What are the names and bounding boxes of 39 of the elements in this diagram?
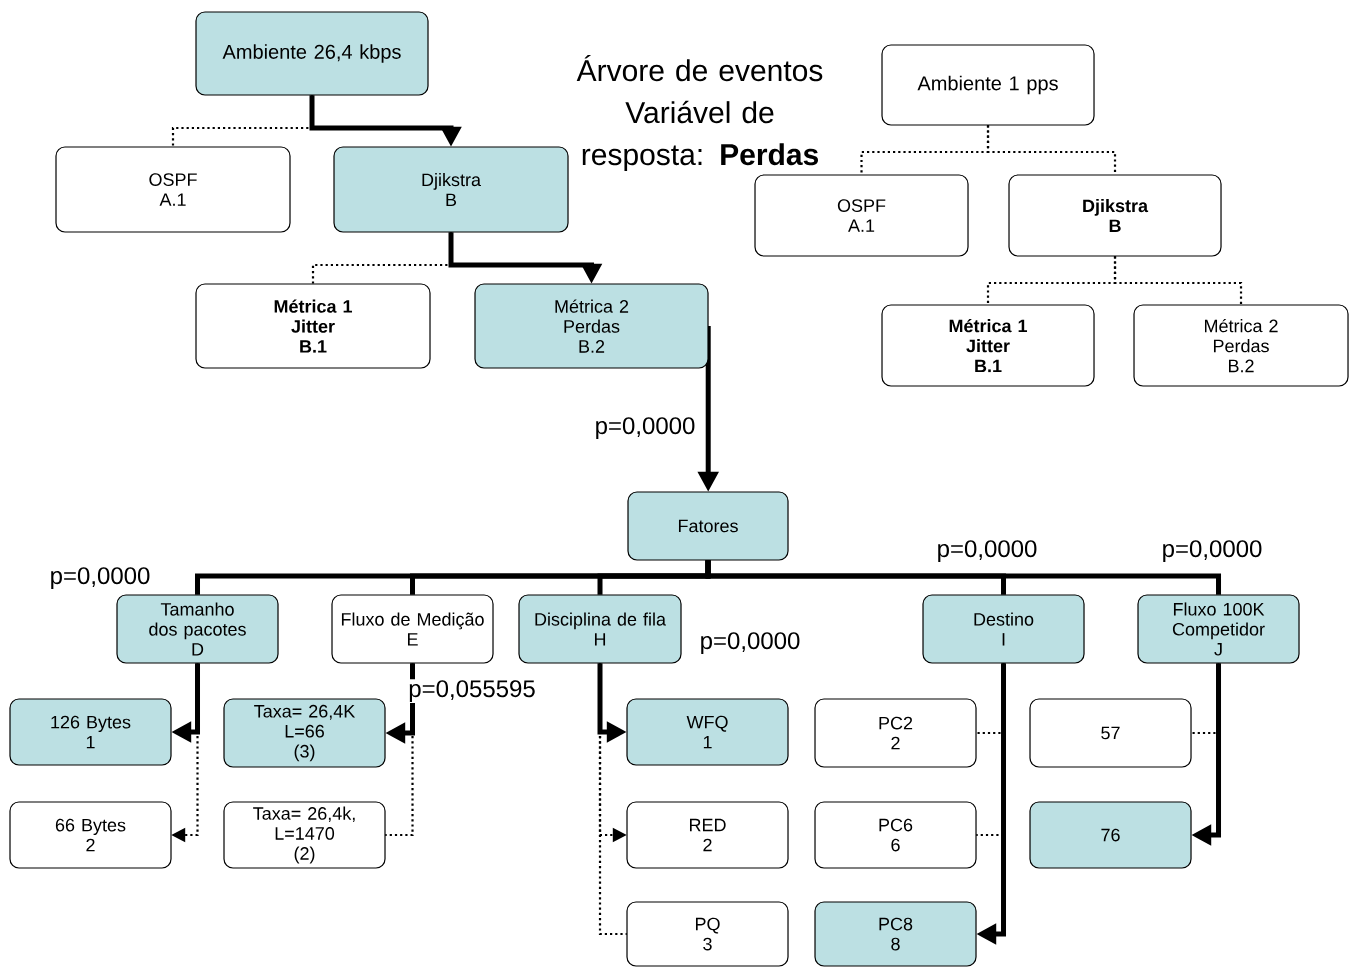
process-box: Disciplina de fila H	[518, 594, 682, 664]
process-box: PC6 6	[814, 801, 977, 869]
process-box: Fluxo 100K Competidor J	[1137, 594, 1300, 664]
connector	[1113, 256, 1243, 305]
edge-label: p=0,0000	[593, 416, 697, 440]
process-box: PC8 8	[814, 901, 977, 967]
process-box: RED 2	[626, 801, 789, 869]
process-box: 66 Bytes 2	[9, 801, 172, 869]
process-box: PC2 2	[814, 698, 977, 768]
process-box: WFQ 1	[626, 698, 789, 766]
process-box: 57	[1029, 698, 1192, 768]
process-box: Tamanho dos pacotes D	[116, 594, 279, 664]
process-box: 76	[1029, 801, 1192, 869]
process-box: OSPF A.1	[55, 146, 291, 233]
process-box: 126 Bytes 1	[9, 698, 172, 766]
edge-label: p=0,0000	[48, 566, 152, 590]
process-box: Djikstra B	[1008, 174, 1222, 257]
process-box: Métrica 2 Perdas B.2	[1133, 304, 1349, 387]
process-box: Métrica 1 Jitter B.1	[881, 304, 1095, 387]
process-box: PQ 3	[626, 901, 789, 967]
process-box: Taxa= 26,4k, L=1470 (2)	[223, 801, 386, 869]
edge-label: p=0,0000	[698, 631, 802, 655]
connector	[986, 125, 1117, 175]
process-box: Métrica 1 Jitter B.1	[195, 283, 431, 369]
edge-label: p=0,0000	[935, 539, 1039, 563]
title: Árvore de eventos Variável de resposta: Perdas	[576, 54, 823, 172]
edge-label: p=0,055595	[407, 679, 537, 703]
process-box: Fluxo de Medição E	[331, 594, 494, 664]
edge-label: p=0,0000	[1160, 539, 1264, 563]
connector	[705, 560, 1221, 595]
process-box: Métrica 2 Perdas B.2	[474, 283, 709, 369]
process-box: OSPF A.1	[754, 174, 969, 257]
process-box: Djikstra B	[333, 146, 569, 233]
process-box: Ambiente 26,4 kbps	[195, 11, 429, 96]
process-box: Ambiente 1 pps	[881, 44, 1095, 126]
process-box: Taxa= 26,4K L=66 (3)	[223, 698, 386, 768]
connector	[385, 663, 414, 837]
process-box: Fatores	[627, 491, 789, 561]
process-box: Destino I	[922, 594, 1085, 664]
